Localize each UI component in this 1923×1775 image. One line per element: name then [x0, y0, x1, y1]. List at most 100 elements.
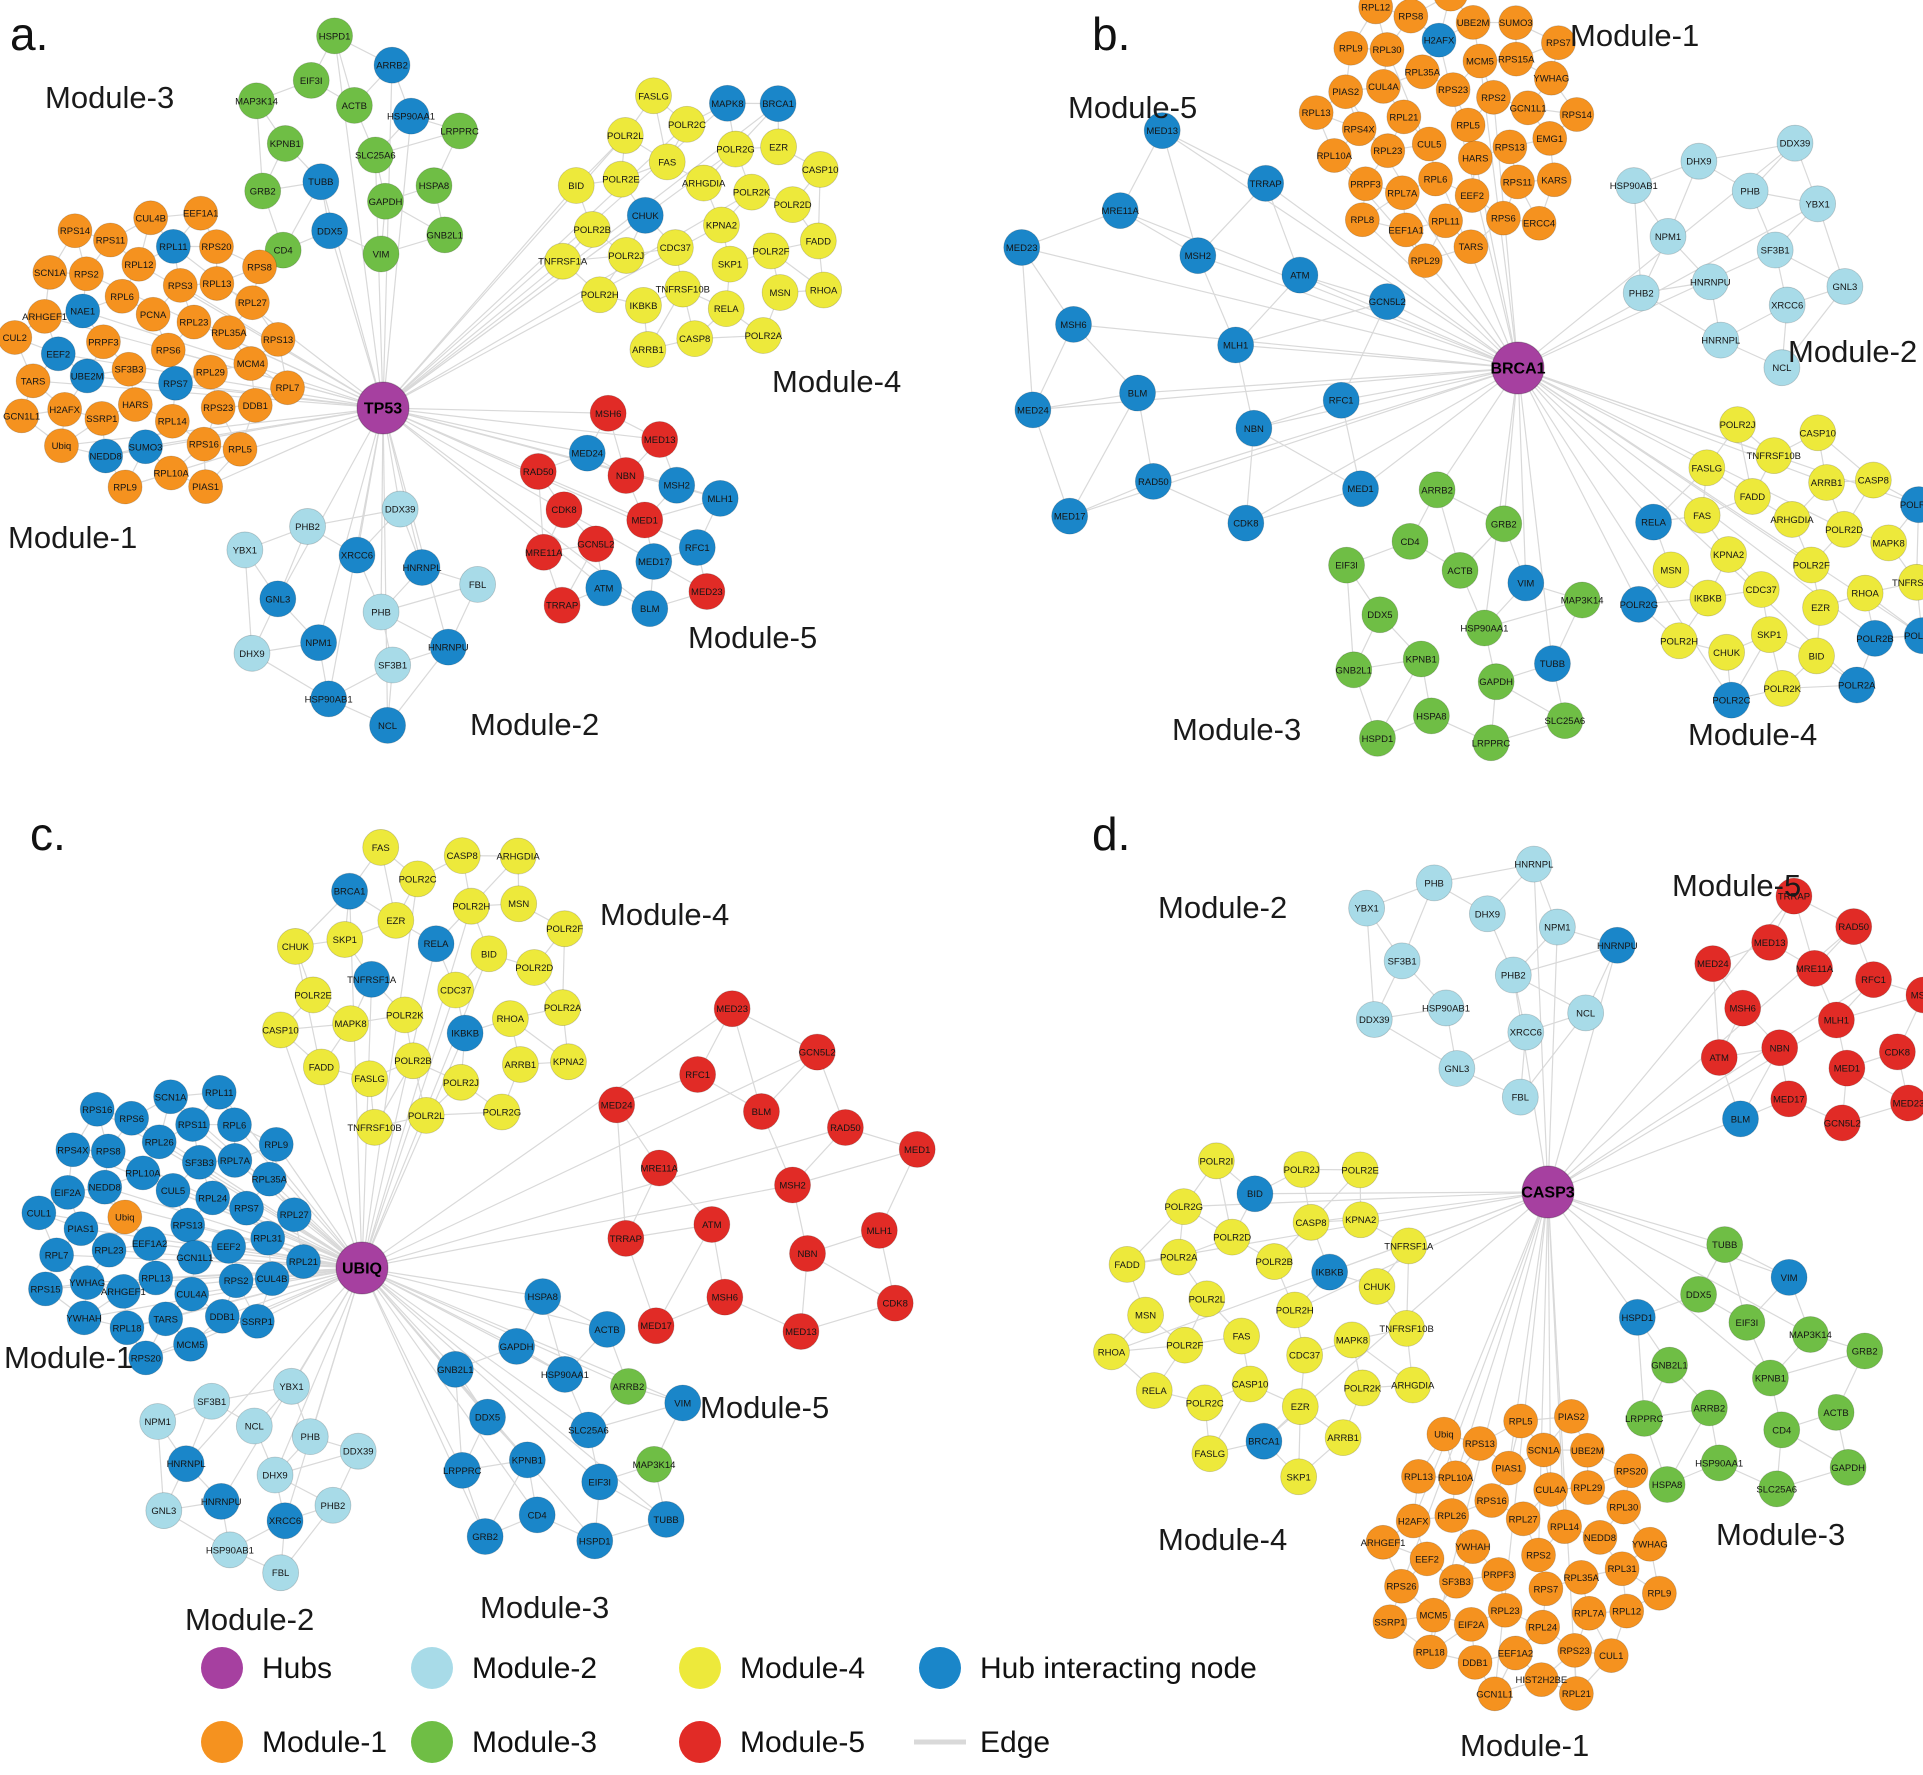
- gene-node-VIM: [362, 235, 400, 273]
- gene-node-label: RPS15: [30, 1284, 60, 1295]
- nodes-layer: [0, 17, 843, 744]
- gene-node-label: KPNA2: [706, 221, 737, 232]
- gene-node-label: NCL: [1576, 1008, 1595, 1019]
- gene-node-label: KPNA2: [1713, 550, 1744, 561]
- gene-node-label: RPL8: [1350, 215, 1374, 226]
- gene-node-label: HSPD1: [1362, 734, 1394, 745]
- gene-node-DDB1: [204, 1298, 240, 1334]
- gene-node-label: RAD50: [523, 467, 554, 478]
- gene-node-PHB: [291, 1418, 329, 1456]
- gene-node-label: RPS16: [189, 440, 219, 451]
- gene-node-label: RPL5: [228, 445, 252, 456]
- gene-node-label: PRPF3: [88, 337, 119, 348]
- gene-node-RPL13: [1298, 95, 1334, 130]
- edge: [380, 407, 384, 613]
- gene-node-label: ARHGDIA: [1391, 1381, 1435, 1392]
- gene-node-GCN1L1: [1477, 1676, 1513, 1712]
- gene-node-PIAS1: [188, 469, 224, 505]
- gene-node-RPL26: [1434, 1498, 1470, 1533]
- gene-node-label: EEF1A2: [1498, 1649, 1533, 1660]
- edge: [279, 1029, 363, 1269]
- gene-node-label: FAS: [658, 157, 676, 168]
- gene-node-DDX5: [311, 212, 349, 250]
- nodes-layer: [1003, 0, 1923, 762]
- gene-node-label: DDB1: [243, 401, 268, 412]
- edge: [1021, 247, 1034, 410]
- gene-node-GNL3: [1438, 1050, 1476, 1087]
- gene-node-label: RPL23: [1491, 1606, 1520, 1617]
- gene-node-label: POLR2D: [1213, 1233, 1251, 1244]
- gene-node-label: CASP10: [1232, 1379, 1268, 1390]
- legend-item-hubs: Hubs: [201, 1647, 332, 1689]
- gene-node-DDX39: [1776, 124, 1814, 162]
- gene-node-label: RPL7: [45, 1250, 69, 1261]
- gene-node-label: BID: [568, 181, 584, 192]
- gene-node-EZR: [377, 901, 415, 939]
- edge: [1254, 1191, 1549, 1195]
- gene-node-label: YWHAG: [1533, 74, 1569, 85]
- gene-node-ARRB2: [610, 1368, 647, 1405]
- gene-node-label: GAPDH: [500, 1342, 534, 1353]
- gene-node-label: MED1: [632, 516, 658, 527]
- gene-node-NBN: [607, 457, 645, 494]
- gene-node-label: CASP10: [802, 165, 838, 176]
- gene-node-CUL4B: [254, 1261, 290, 1297]
- gene-node-label: UBE2M: [1457, 18, 1490, 29]
- gene-node-label: MAP3K14: [633, 1460, 676, 1471]
- gene-node-HARS: [1457, 140, 1493, 176]
- gene-node-label: HIST2H2BE: [1516, 1675, 1568, 1686]
- panel-letter-d: d.: [1092, 808, 1130, 860]
- gene-node-DDX5: [1361, 596, 1399, 634]
- gene-node-label: XRCC6: [269, 1516, 301, 1527]
- gene-node-BID: [1798, 637, 1835, 675]
- gene-node-label: HNRNPU: [1690, 277, 1731, 288]
- gene-node-GCN1L1: [4, 398, 40, 434]
- gene-node-label: DHX9: [1475, 909, 1500, 920]
- edge: [361, 1126, 846, 1269]
- legend-item-module-1: Module-1: [201, 1721, 387, 1763]
- gene-node-label: GAPDH: [369, 197, 403, 208]
- gene-node-label: FBL: [1512, 1093, 1529, 1104]
- gene-node-CUL1: [21, 1195, 57, 1231]
- gene-node-label: POLR2E: [294, 990, 332, 1001]
- gene-node-NPM1: [1649, 217, 1687, 255]
- gene-node-RPL23: [1487, 1592, 1523, 1628]
- gene-node-HSP90AA1: [1466, 609, 1503, 647]
- gene-node-label: XRCC6: [341, 551, 373, 562]
- gene-node-SKP1: [326, 921, 364, 958]
- gene-node-RPS15: [28, 1271, 63, 1307]
- gene-node-RPL11: [201, 1074, 237, 1110]
- gene-node-label: CDC37: [660, 243, 691, 254]
- gene-node-EEF1A2: [132, 1226, 168, 1262]
- edge: [1547, 1191, 1811, 1336]
- gene-node-GCN5L2: [1823, 1104, 1861, 1142]
- gene-node-label: RELA: [1641, 518, 1666, 529]
- gene-node-label: FBL: [272, 1568, 289, 1579]
- gene-node-label: NEDD8: [1584, 1533, 1616, 1544]
- gene-node-RPL12: [1358, 0, 1394, 25]
- gene-node-label: ARRB1: [1811, 478, 1843, 489]
- gene-node-RPL31: [1604, 1551, 1640, 1587]
- gene-node-YWHAG: [69, 1265, 105, 1301]
- legend-swatch-m3: [411, 1721, 453, 1763]
- gene-node-FBL: [459, 565, 497, 603]
- gene-node-RPL23: [91, 1232, 127, 1268]
- gene-node-PIAS1: [1491, 1450, 1527, 1486]
- gene-node-BRCA1: [759, 85, 797, 123]
- gene-node-TNFRSF1A: [544, 242, 582, 280]
- gene-node-TNFRSF10B: [356, 1108, 393, 1146]
- edge: [361, 1267, 629, 1388]
- gene-node-HSP90AA1: [546, 1356, 584, 1393]
- gene-node-label: ACTB: [342, 101, 367, 112]
- gene-node-label: FADD: [806, 236, 831, 247]
- gene-node-SSRP1: [1372, 1604, 1408, 1640]
- gene-node-label: YBX1: [233, 545, 257, 556]
- gene-node-RPL24: [195, 1180, 231, 1216]
- module-label-c-module-1: Module-1: [4, 1340, 133, 1375]
- gene-node-label: POLR2F: [753, 246, 790, 257]
- gene-node-label: TRRAP: [1778, 892, 1810, 903]
- gene-node-NCL: [369, 706, 406, 744]
- gene-node-label: POLR2K: [386, 1010, 424, 1021]
- gene-node-RPL11: [155, 228, 191, 264]
- gene-node-MCM5: [173, 1326, 208, 1362]
